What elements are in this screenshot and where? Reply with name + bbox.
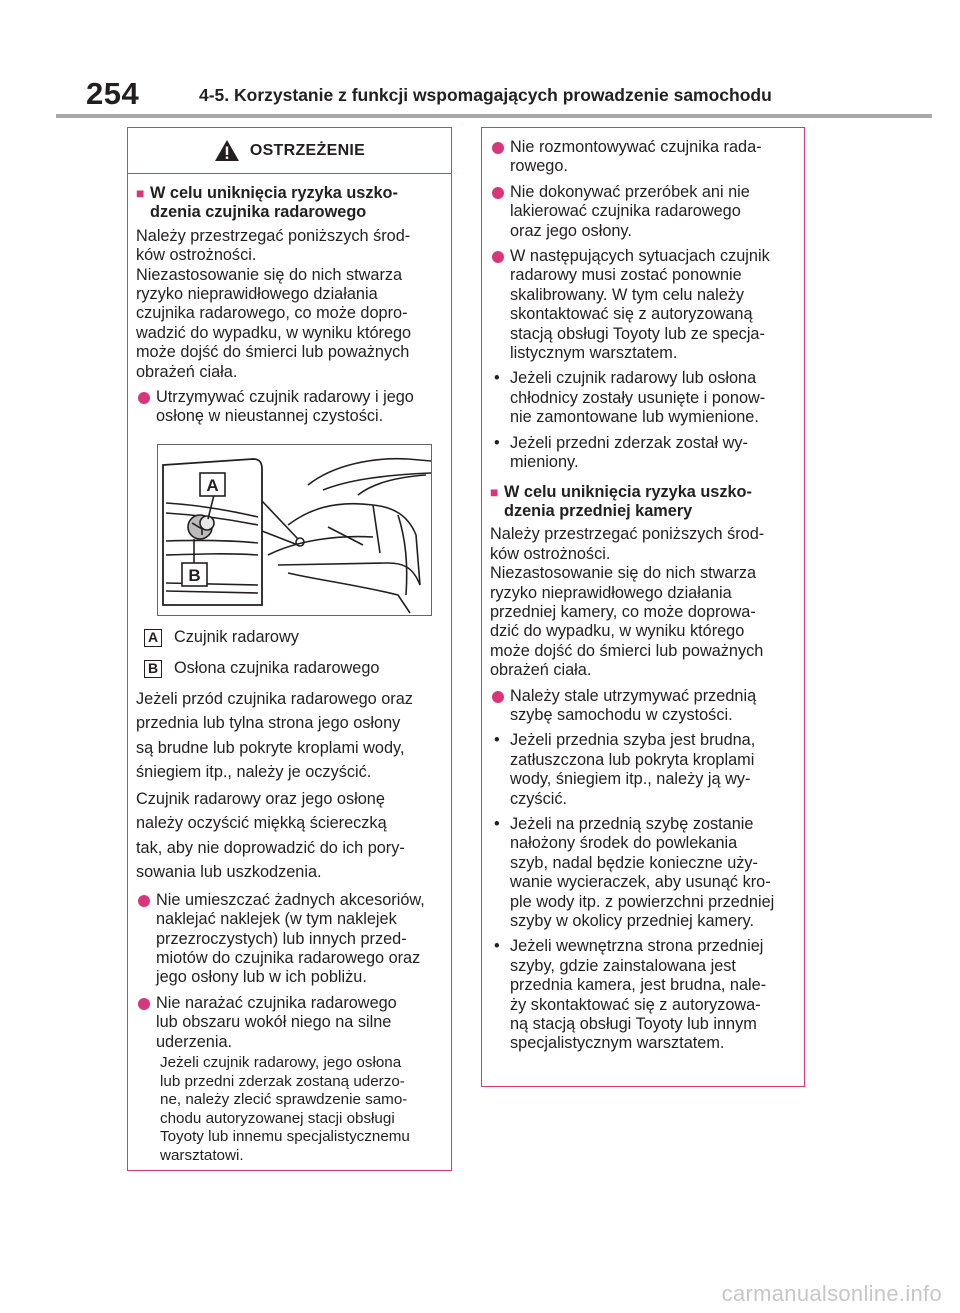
legend-text: Osłona czujnika radarowego: [174, 659, 380, 678]
list-item: Nie dokonywać przeróbek ani nie lakierow…: [490, 183, 800, 241]
pink-dot-icon: [136, 388, 156, 427]
list-item-text: Utrzymywać czujnik radarowy i jego osłon…: [156, 388, 414, 426]
warning-box-right: Nie rozmontowywać czujnika rada- rowego.…: [481, 127, 805, 1087]
bullet-dot: •: [494, 369, 500, 388]
bullet-text: Jeżeli przednia szyba jest brudna, zatłu…: [510, 731, 756, 808]
warning-box-left: OSTRZEŻENIE ■ W celu uniknięcia ryzyka u…: [127, 127, 452, 1171]
heading-camera-text: W celu uniknięcia ryzyka uszko- dzenia p…: [504, 482, 752, 520]
heading-radar-text: W celu uniknięcia ryzyka uszko- dzenia c…: [150, 184, 398, 222]
header-rule: [56, 114, 932, 118]
page-number: 254: [86, 76, 140, 111]
heading-radar: ■ W celu uniknięcia ryzyka uszko- dzenia…: [136, 184, 445, 223]
bullet-item: • Jeżeli przednia szyba jest brudna, zat…: [490, 731, 800, 809]
bullet-dot: •: [494, 433, 500, 452]
list-item-text: Nie dokonywać przeróbek ani nie lakierow…: [510, 182, 750, 240]
pink-dot-icon: [490, 247, 510, 363]
section-title: 4-5. Korzystanie z funkcji wspomagającyc…: [199, 85, 772, 105]
legend-tag: B: [144, 659, 162, 678]
legend-row: A Czujnik radarowy: [144, 628, 445, 647]
list-item: Należy stale utrzymywać przednią szybę s…: [490, 687, 800, 726]
paragraph-radar-precautions: Należy przestrzegać poniższych środ- ków…: [136, 226, 412, 381]
paragraph-soft-cloth: Czujnik radarowy oraz jego osłonę należy…: [136, 789, 405, 882]
list-item: W następujących sytuacjach czujnik radar…: [490, 247, 800, 363]
pink-dot-icon: [136, 994, 156, 1052]
pink-dot-icon: [490, 183, 510, 241]
list-item-subtext: Jeżeli czujnik radarowy, jego osłona lub…: [160, 1053, 410, 1164]
legend-row: B Osłona czujnika radarowego: [144, 659, 445, 678]
list-item-text: Nie rozmontowywać czujnika rada- rowego.: [510, 138, 762, 176]
legend-tag: A: [144, 628, 162, 647]
radar-sensor-illustration: A B: [157, 443, 432, 616]
paragraph-camera-precautions: Należy przestrzegać poniższych środ- ków…: [490, 525, 765, 680]
list-item: Nie umieszczać żadnych akcesoriów, nakle…: [136, 891, 445, 988]
square-bullet-icon: ■: [490, 483, 499, 500]
list-item-text: W następujących sytuacjach czujnik radar…: [510, 247, 770, 363]
bullet-text: Jeżeli przedni zderzak został wy- mienio…: [510, 433, 748, 472]
warning-title: OSTRZEŻENIE: [249, 141, 366, 159]
page-header: 254 4-5. Korzystanie z funkcji wspomagaj…: [0, 0, 960, 125]
list-item: Utrzymywać czujnik radarowy i jego osłon…: [136, 388, 445, 427]
list-item-text: Należy stale utrzymywać przednią szybę s…: [510, 686, 757, 724]
list-item-text: Nie umieszczać żadnych akcesoriów, nakle…: [156, 890, 425, 987]
bullet-dot: •: [494, 937, 500, 956]
bullet-dot: •: [494, 815, 500, 833]
figure-label-b: B: [188, 566, 200, 585]
warning-triangle-icon: [214, 140, 239, 161]
bullet-item: • Jeżeli na przednią szybę zostanie nało…: [490, 815, 800, 931]
list-item: Nie rozmontowywać czujnika rada- rowego.: [490, 138, 800, 177]
pink-dot-icon: [490, 687, 510, 726]
bullet-dot: •: [494, 731, 500, 750]
bullet-item: • Jeżeli przedni zderzak został wy- mien…: [490, 434, 800, 473]
legend-text: Czujnik radarowy: [174, 627, 299, 646]
bullet-text: Jeżeli czujnik radarowy lub osłona chłod…: [510, 369, 766, 427]
list-item: Nie narażać czujnika radarowego lub obsz…: [136, 994, 445, 1052]
heading-camera: ■ W celu uniknięcia ryzyka uszko- dzenia…: [490, 483, 800, 522]
car-front-illustration: A B: [162, 457, 431, 614]
pink-dot-icon: [136, 891, 156, 988]
paragraph-cleaning: Jeżeli przód czujnika radarowego oraz pr…: [136, 689, 413, 782]
bullet-item: • Jeżeli czujnik radarowy lub osłona chł…: [490, 369, 800, 427]
bullet-text: Jeżeli na przednią szybę zostanie nałożo…: [510, 815, 775, 931]
square-bullet-icon: ■: [136, 185, 145, 201]
watermark: carmanualsonline.info: [721, 1281, 942, 1306]
warning-header: OSTRZEŻENIE: [128, 128, 451, 174]
figure-label-a: A: [206, 476, 218, 495]
bullet-item: • Jeżeli wewnętrzna strona przedniej szy…: [490, 937, 800, 1053]
list-item-text: Nie narażać czujnika radarowego lub obsz…: [156, 993, 397, 1051]
bullet-text: Jeżeli wewnętrzna strona przedniej szyby…: [510, 937, 767, 1053]
pink-dot-icon: [490, 138, 510, 177]
